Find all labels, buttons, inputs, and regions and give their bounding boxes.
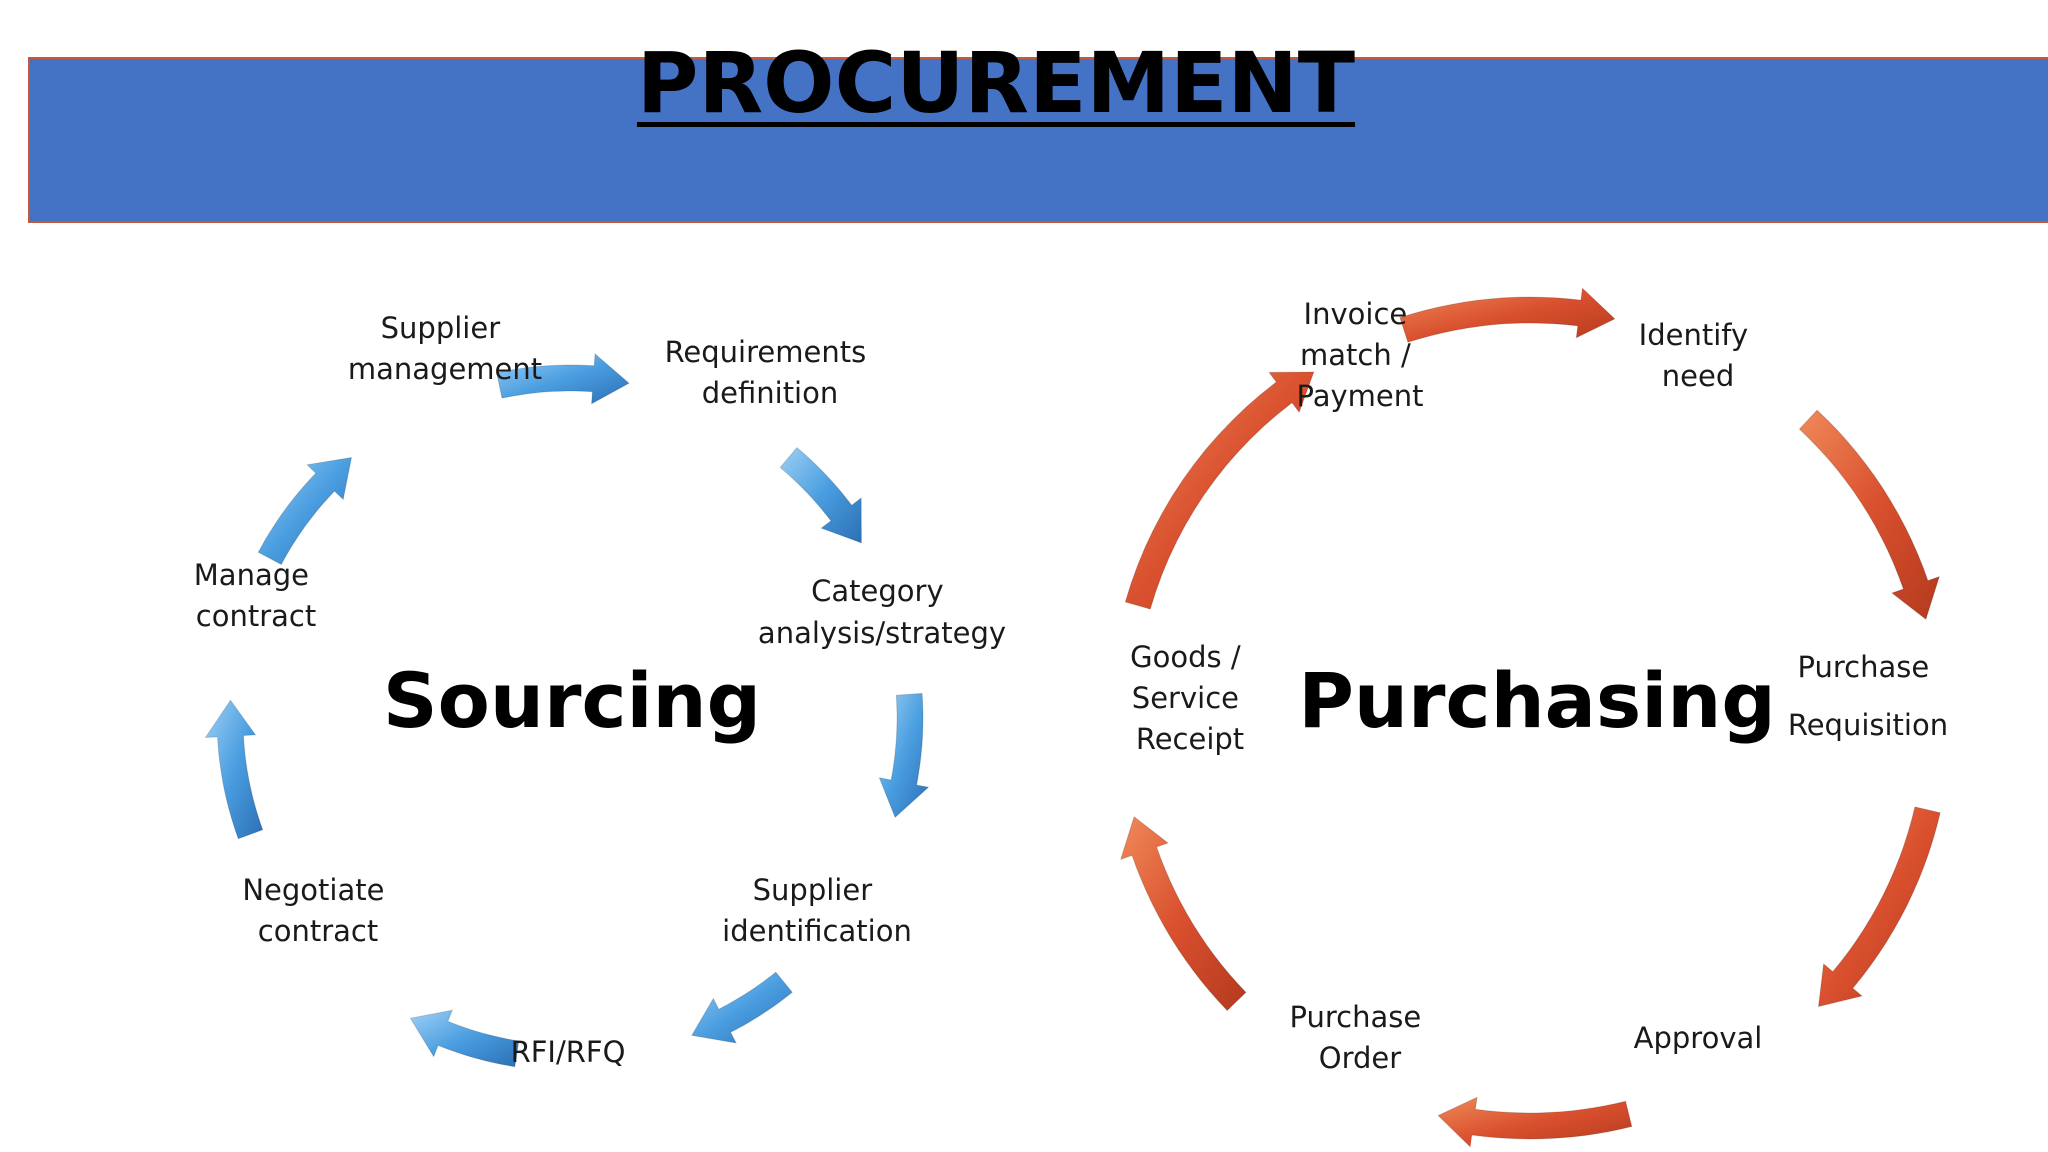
purchasing-arrows (1119, 287, 1941, 1148)
sourcing-arrow-3 (878, 692, 930, 819)
sourcing-step-requirements-definition: Requirements definition (665, 335, 876, 410)
purchasing-arrow-3 (1817, 806, 1941, 1008)
purchasing-center-label: Purchasing (1298, 656, 1776, 745)
sourcing-arrow-7 (257, 456, 353, 566)
sourcing-step-rfi-rfq: RFI/RFQ (511, 1035, 626, 1069)
sourcing-step-supplier-management: Supplier management (348, 311, 542, 386)
purchasing-step-invoice-payment: Invoice match / Payment (1297, 297, 1424, 413)
title-banner (28, 57, 2048, 223)
sourcing-arrow-1 (496, 352, 630, 405)
sourcing-step-supplier-identification: Supplier identification (722, 873, 912, 948)
sourcing-step-negotiate-contract: Negotiate contract (242, 873, 393, 948)
purchasing-arrow-6 (1124, 371, 1315, 610)
sourcing-step-manage-contract: Manage contract (194, 558, 318, 633)
sourcing-cycle: Supplier management Requirements definit… (194, 311, 1006, 1069)
purchasing-cycle: Identify need Purchase Requisition Appro… (1119, 287, 1948, 1148)
purchasing-step-purchase-order: Purchase Order (1290, 1000, 1431, 1075)
purchasing-arrow-2 (1798, 409, 1941, 621)
purchasing-step-goods-service-receipt: Goods / Service Receipt (1130, 640, 1250, 756)
sourcing-arrows (204, 352, 930, 1068)
purchasing-arrow-4 (1437, 1096, 1633, 1148)
purchasing-step-identify-need: Identify need (1639, 318, 1758, 393)
page-title: PROCUREMENT (636, 34, 1356, 132)
purchasing-step-approval: Approval (1634, 1021, 1763, 1055)
sourcing-arrow-6 (204, 699, 264, 840)
purchasing-arrow-1 (1399, 287, 1616, 343)
purchasing-step-purchase-requisition: Purchase Requisition (1788, 650, 1948, 742)
sourcing-center-label: Sourcing (383, 656, 761, 745)
sourcing-arrow-5 (409, 1009, 520, 1068)
sourcing-step-category-analysis: Category analysis/strategy (758, 574, 1006, 650)
sourcing-arrow-2 (779, 446, 862, 544)
purchasing-arrow-5 (1119, 815, 1247, 1012)
sourcing-arrow-4 (691, 971, 793, 1044)
